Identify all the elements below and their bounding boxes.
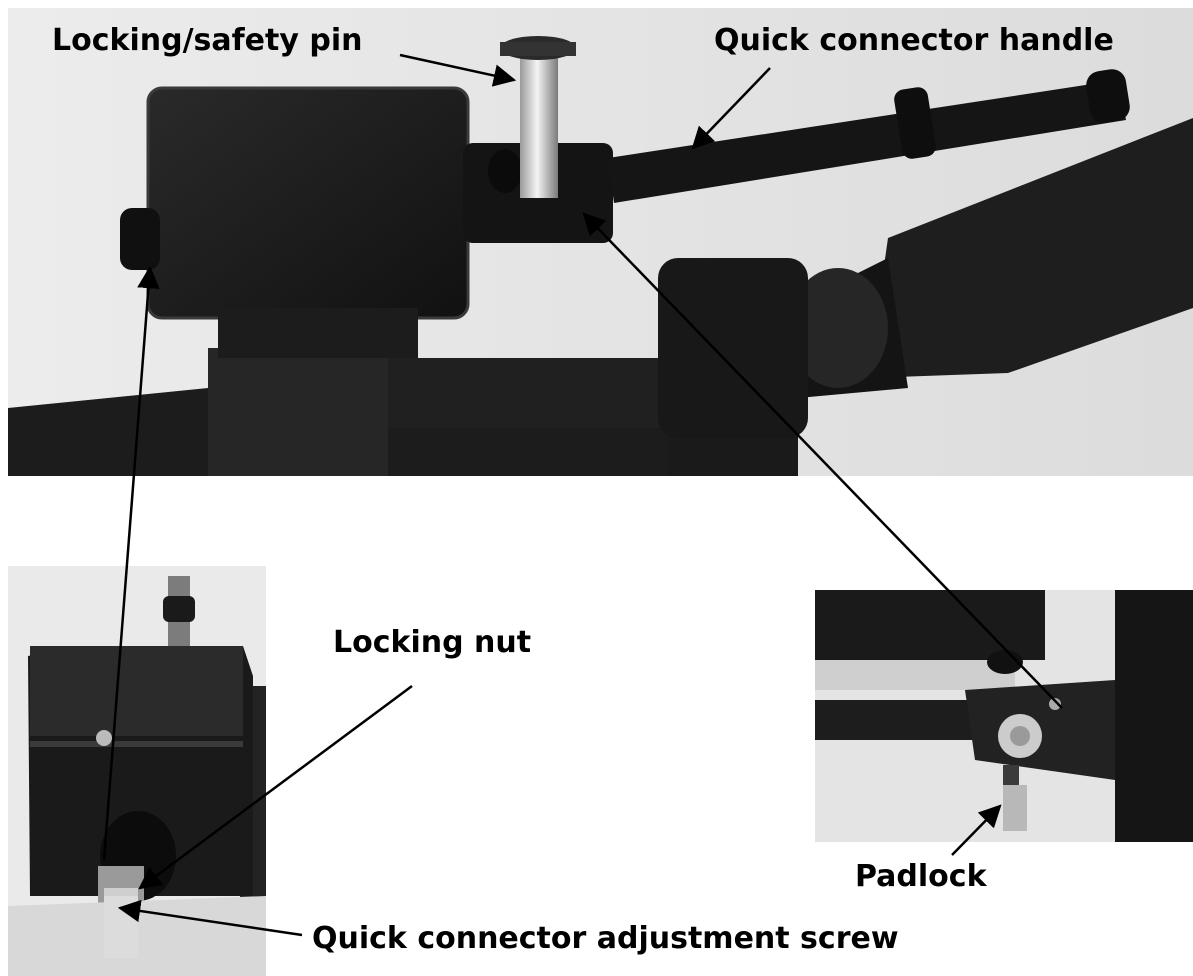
detail-photo-locking-nut (8, 566, 266, 976)
label-locking-nut: Locking nut (333, 625, 532, 660)
label-padlock: Padlock (855, 859, 987, 894)
label-locking-pin: Locking/safety pin (52, 23, 363, 58)
detail-photo-padlock (815, 590, 1193, 842)
label-adjustment-screw: Quick connector adjustment screw (312, 921, 899, 956)
main-photo (8, 8, 1193, 476)
label-connector-handle: Quick connector handle (714, 23, 1114, 58)
